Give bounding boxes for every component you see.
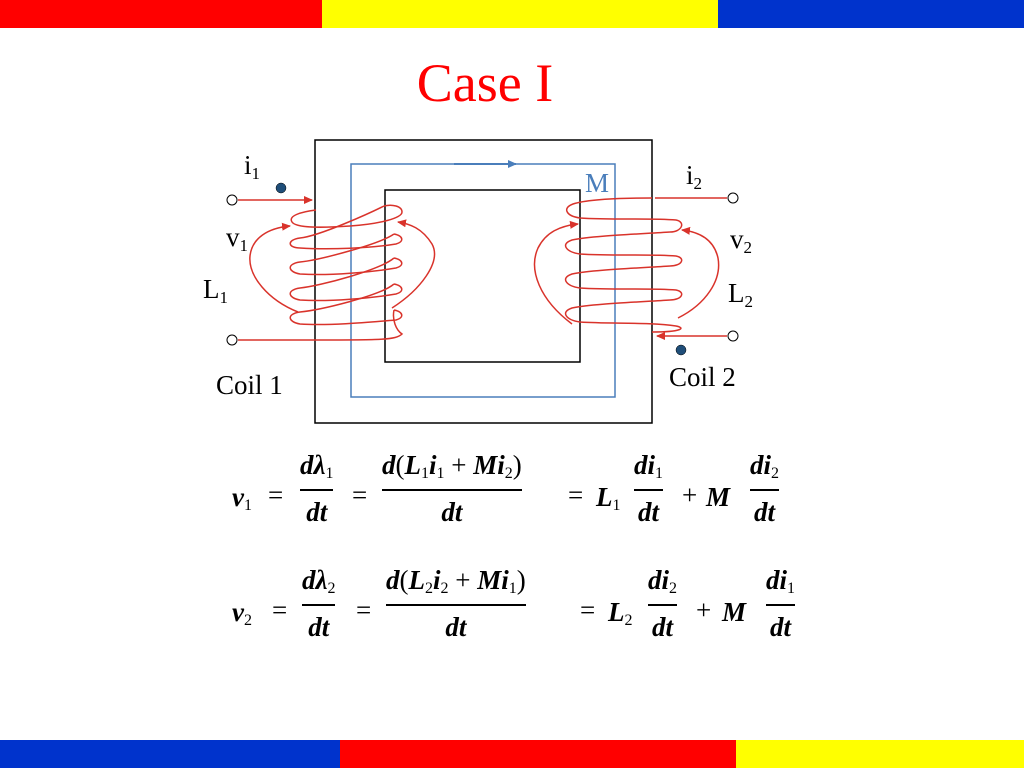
equals-sign: =: [272, 595, 288, 625]
top-color-band: [0, 0, 1024, 28]
coil-1-current-label: i1: [244, 150, 261, 183]
band-red-segment: [0, 0, 322, 28]
coil-1-inductance-label: L1: [203, 274, 228, 307]
mutual-inductance-coefficient: M: [706, 482, 731, 512]
coil-2-voltage-label: v2: [730, 224, 752, 257]
band-yellow-segment: [322, 0, 718, 28]
band-red-segment: [340, 740, 736, 768]
coil-2-current-label: i2: [686, 160, 703, 193]
coil-1-name-label: Coil 1: [216, 370, 283, 400]
coil-2-top-terminal: [727, 192, 739, 204]
self-inductance-coefficient: L2: [608, 597, 633, 629]
equals-sign: =: [356, 595, 372, 625]
equals-sign: =: [580, 595, 596, 625]
coil-2-inductance-label: L2: [728, 278, 753, 311]
equals-sign: =: [268, 480, 284, 510]
slide-title: Case I: [416, 53, 554, 113]
flux-linkage-fraction: dλ1 dt: [300, 450, 334, 527]
equation-lhs: v1: [232, 482, 252, 514]
coil-2-bottom-terminal: [727, 330, 739, 342]
mutual-inductance-label: M: [585, 168, 610, 198]
equals-sign: =: [352, 480, 368, 510]
bottom-color-band: [0, 740, 1024, 768]
coil-2-name-label: Coil 2: [669, 362, 736, 392]
plus-sign: +: [696, 595, 712, 625]
coil-2-winding: [533, 197, 720, 333]
expanded-flux-fraction: d(L1i1 + Mi2) dt: [382, 450, 522, 527]
band-yellow-segment: [736, 740, 1024, 768]
equation-lhs: v2: [232, 597, 252, 629]
coil-1-bottom-terminal: [226, 334, 238, 346]
coil-1-winding: [249, 204, 436, 341]
coil-1-polarity-dot: [275, 182, 287, 194]
self-current-derivative: di2 dt: [648, 565, 678, 642]
mutual-inductance-coefficient: M: [722, 597, 747, 627]
self-inductance-coefficient: L1: [596, 482, 621, 514]
mutual-current-derivative: di1 dt: [766, 565, 796, 642]
expanded-flux-fraction: d(L2i2 + Mi1) dt: [386, 565, 526, 642]
self-current-derivative: di1 dt: [634, 450, 664, 527]
band-blue-segment: [0, 740, 340, 768]
mutual-current-derivative: di2 dt: [750, 450, 780, 527]
band-blue-segment: [718, 0, 1024, 28]
plus-sign: +: [682, 480, 698, 510]
coil-2-polarity-dot: [675, 344, 687, 356]
equals-sign: =: [568, 480, 584, 510]
coil-1-voltage-label: v1: [226, 222, 248, 255]
coil-1-top-terminal: [226, 194, 238, 206]
transformer-diagram: [226, 139, 739, 424]
core-window: [384, 189, 581, 363]
flux-linkage-fraction: dλ2 dt: [302, 565, 336, 642]
core-outer-edge: [314, 139, 653, 424]
